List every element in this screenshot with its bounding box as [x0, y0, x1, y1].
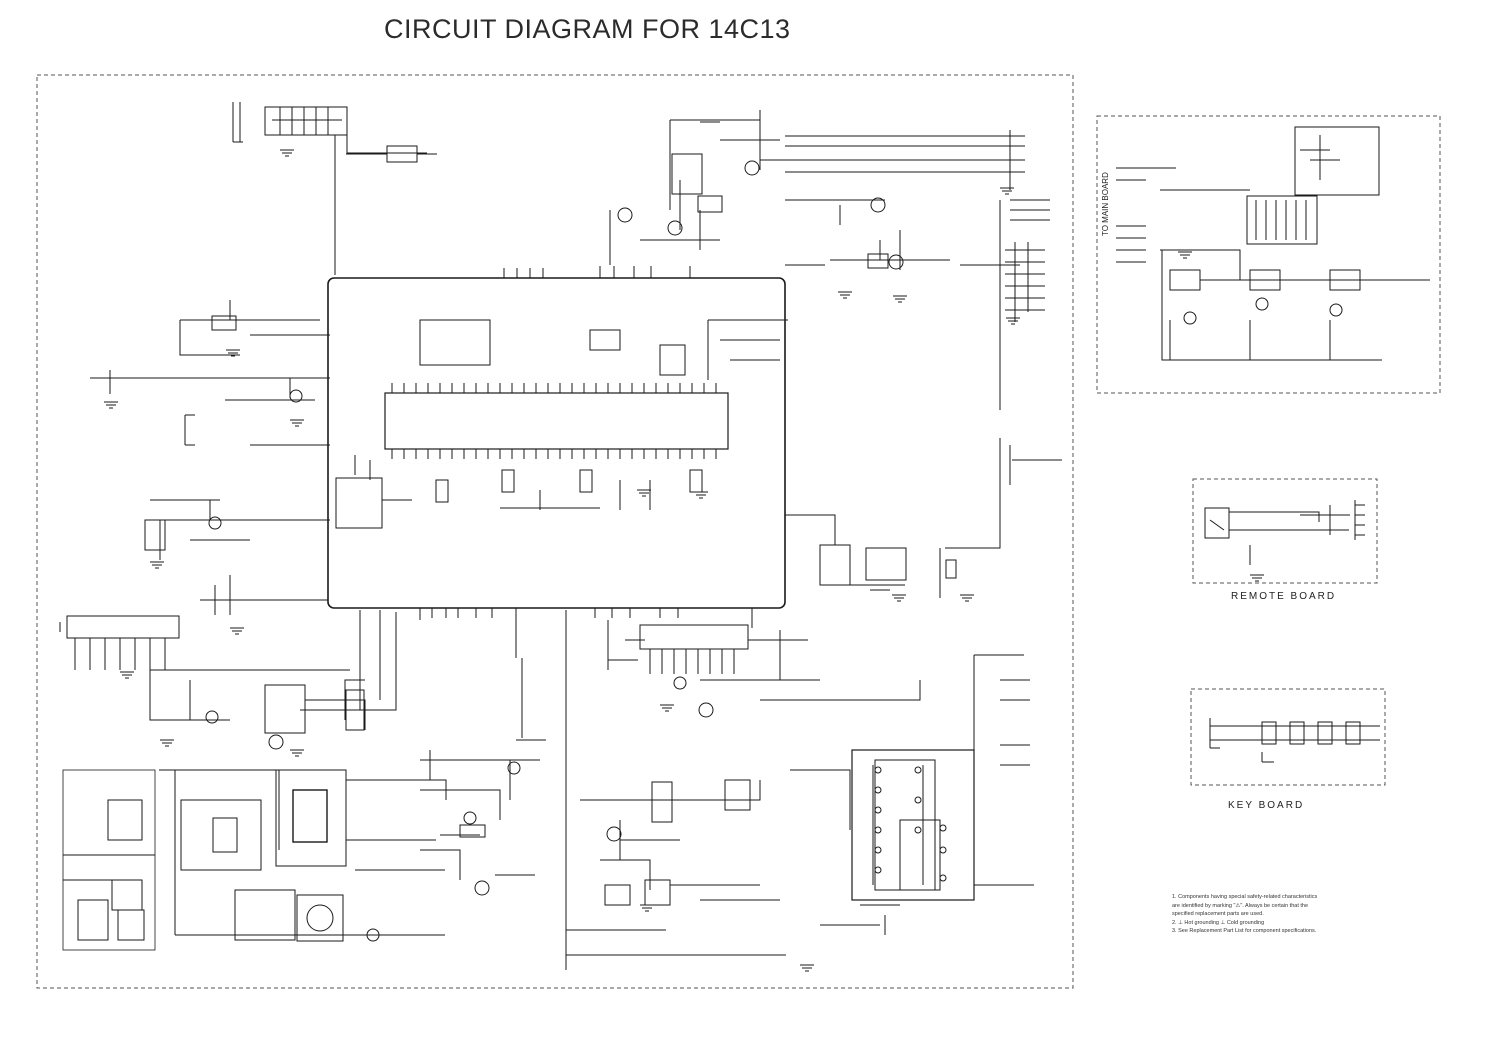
main-board-frame: [36, 74, 1074, 989]
vertical-ic: [639, 624, 749, 650]
main-ic-body: [327, 277, 786, 609]
main-ic-pins: [384, 392, 729, 450]
safety-notes: 1. Components having special safety-rela…: [1172, 893, 1387, 936]
note-line: specified replacement parts are used.: [1172, 911, 1264, 917]
remote-board-frame: [1192, 478, 1378, 584]
to-main-board-label: TO MAIN BOARD: [1101, 172, 1110, 236]
flyback-transformer: [851, 749, 975, 901]
note-line: 3. See Replacement Part List for compone…: [1172, 928, 1317, 934]
note-line: 1. Components having special safety-rela…: [1172, 894, 1318, 900]
crt-board-frame: [1096, 115, 1441, 394]
diagram-title: CIRCUIT DIAGRAM FOR 14C13: [384, 14, 791, 44]
note-line: are identified by marking "⚠". Always be…: [1172, 902, 1309, 909]
tuner-module: [66, 615, 180, 639]
key-board-label: KEY BOARD: [1228, 800, 1305, 811]
note-line: 2. ⊥ Hot grounding ⊥ Cold grounding: [1172, 919, 1265, 926]
power-ic: [180, 799, 262, 871]
key-board-frame: [1190, 688, 1386, 786]
remote-board-label: REMOTE BOARD: [1231, 591, 1337, 602]
